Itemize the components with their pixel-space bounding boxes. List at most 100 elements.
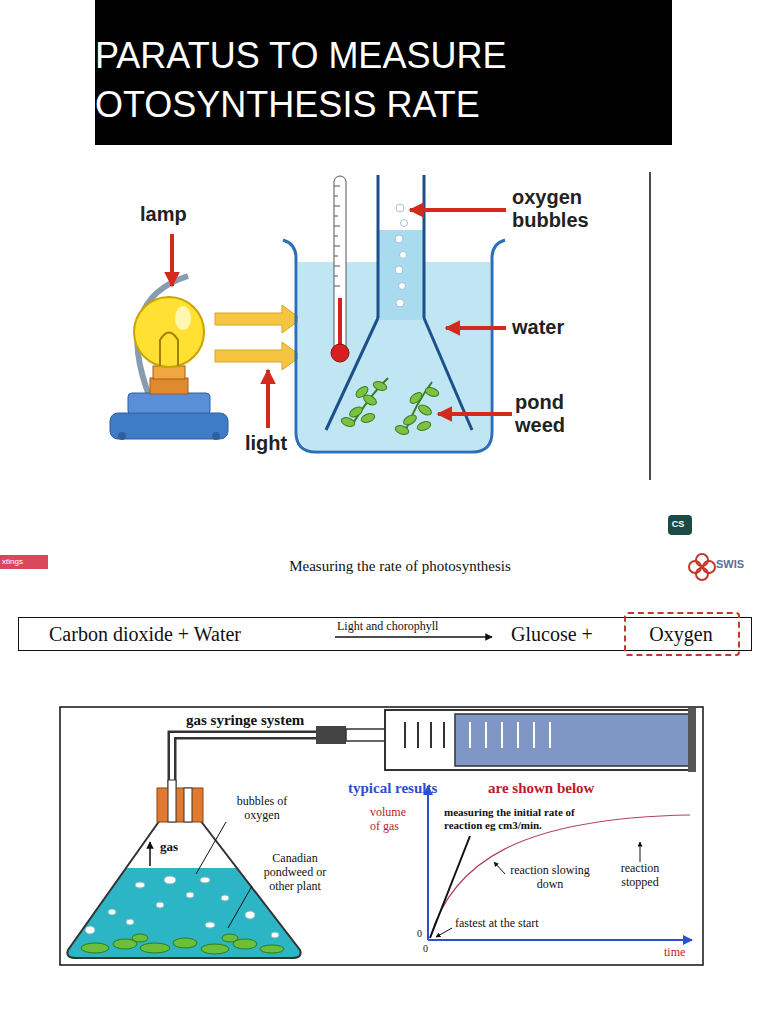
leader-lines (149, 842, 151, 866)
bubbles (135, 882, 145, 888)
label-text: SWIS (716, 558, 744, 571)
oxygen-bubbles (401, 220, 408, 227)
test-tube-and-funnel (326, 175, 472, 430)
lamp-figure (160, 333, 178, 367)
label-text: volume of gas (370, 806, 418, 834)
lamp-figure (150, 378, 188, 394)
pointer-arrows (170, 234, 174, 286)
pond-weed (340, 378, 440, 436)
light-rays (215, 305, 301, 370)
lamp-figure (110, 276, 228, 440)
results-graph (640, 842, 641, 862)
node-text: Oxygen (626, 623, 736, 646)
lamp-figure (118, 432, 126, 440)
pointer-arrows (410, 208, 506, 212)
results-graph (428, 786, 692, 940)
bubbles (108, 909, 116, 915)
gas-syringe (172, 708, 696, 798)
pointer-arrows (438, 412, 512, 416)
gas-syringe (470, 722, 550, 748)
bubbles (221, 895, 229, 901)
label-text: pond weed (515, 391, 585, 437)
results-graph (428, 939, 692, 941)
label-text: light (245, 432, 287, 455)
pond-weed (352, 378, 388, 425)
label-text: lamp (140, 203, 187, 226)
node-text: Glucose + (511, 623, 593, 646)
pond-weed (372, 380, 388, 392)
thermometer (338, 298, 342, 350)
light-rays (215, 305, 301, 333)
lamp-figure (212, 432, 220, 440)
label-text: time (664, 946, 685, 960)
gas-syringe (346, 729, 386, 741)
reaction-arrow (335, 636, 492, 638)
logo (689, 561, 701, 573)
conical-flask (67, 868, 300, 958)
pointer-arrows (446, 326, 506, 330)
oxygen-bubbles (396, 204, 404, 212)
label-text: water (512, 316, 564, 339)
label-text: are shown below (488, 780, 594, 797)
logo (689, 554, 715, 580)
label-text: 0 (417, 928, 422, 940)
canadian-pondweed (173, 938, 197, 948)
conical-flask (168, 780, 176, 822)
label-text: Canadian pondweed or other plant (256, 852, 334, 893)
leader-lines (228, 886, 252, 928)
conical-flask (67, 820, 300, 958)
canadian-pondweed (260, 945, 284, 953)
canadian-pondweed (81, 943, 109, 953)
leader-lines (150, 822, 252, 928)
test-tube-and-funnel (377, 175, 380, 318)
label-text: typical results (348, 780, 437, 797)
canadian-pondweed (222, 934, 238, 942)
thermometer (334, 186, 340, 286)
label-text: bubbles of oxygen (226, 795, 298, 823)
oxygen-highlight: Oxygen (624, 612, 740, 656)
label-text: 0 (423, 943, 428, 955)
experiment-frame (60, 707, 703, 965)
oxygen-bubbles (396, 299, 404, 307)
lamp-figure (110, 413, 228, 439)
node-text: Carbon dioxide + Water (49, 623, 241, 646)
canadian-pondweed (132, 934, 148, 942)
test-tube-and-funnel (378, 175, 424, 230)
canadian-pondweed (140, 943, 170, 953)
bubbles (186, 892, 194, 898)
node-text: PARATUS TO MEASURE OTOSYNTHESIS RATE (95, 32, 525, 129)
pond-weed (348, 405, 364, 419)
label-text: fastest at the start (455, 917, 539, 931)
reaction-arrow (335, 637, 492, 638)
node-text: CS (668, 519, 688, 529)
thermometer (331, 176, 349, 362)
pond-weed (417, 403, 433, 417)
label-text: oxygen bubbles (512, 186, 612, 232)
label-text: reaction slowing down (500, 864, 600, 892)
canadian-pondweed (201, 944, 229, 954)
bubbles (245, 911, 255, 919)
gas-syringe (405, 722, 444, 748)
gas-syringe (455, 714, 689, 766)
gas-syringe (316, 726, 346, 744)
oxygen-bubbles (400, 252, 407, 259)
lamp-figure (128, 393, 210, 415)
conical-flask (157, 788, 203, 822)
label-text: xtings (2, 557, 23, 566)
results-graph (494, 862, 505, 874)
test-tube-and-funnel (378, 230, 424, 320)
label-text: gas (160, 840, 178, 855)
bubbles (126, 919, 134, 925)
results-graph (436, 928, 452, 937)
pond-weed (402, 413, 418, 427)
pond-weed (354, 384, 370, 399)
label-text: gas syringe system (186, 712, 304, 729)
pond-weed (416, 420, 432, 432)
oxygen-bubbles (399, 283, 406, 290)
pond-weed (360, 412, 376, 424)
bubbles (205, 922, 215, 928)
pointer-arrows (266, 370, 270, 428)
node-text: Light and chorophyll (337, 620, 438, 634)
pond-weed (424, 386, 440, 398)
